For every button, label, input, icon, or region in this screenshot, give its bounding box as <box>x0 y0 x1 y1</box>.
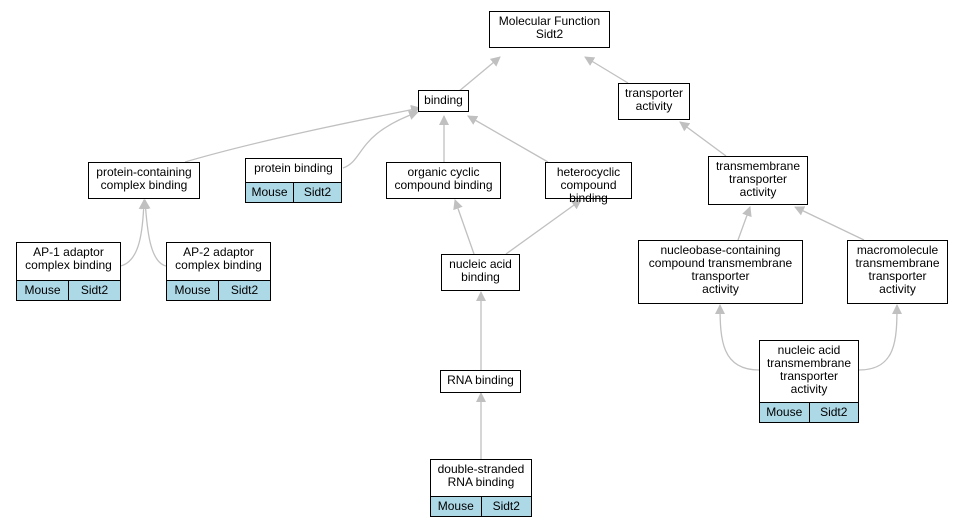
node-label: transmembrane transporter activity <box>715 159 801 199</box>
node-label: Molecular Function Sidt2 <box>498 14 601 41</box>
edge-tta-to-transporter <box>679 121 727 157</box>
node-label: AP-2 adaptor complex binding <box>175 245 262 272</box>
node-label: protein binding <box>254 161 333 175</box>
edge-nata-to-mtta <box>858 304 902 371</box>
node-label: heterocyclic compound binding <box>556 165 621 205</box>
node-nucleobase-containing-compound-transmembrane-transporter-activity[interactable]: nucleobase-containing compound transmemb… <box>638 240 803 304</box>
edge-ap2-to-pccb <box>140 199 167 267</box>
node-label: organic cyclic compound binding <box>394 165 493 192</box>
node-protein-containing-complex-binding[interactable]: protein-containing complex binding <box>88 162 200 199</box>
node-protein-binding[interactable]: protein binding Mouse Sidt2 <box>245 158 342 203</box>
gene-cell: Sidt2 <box>218 281 270 300</box>
node-label: nucleobase-containing compound transmemb… <box>648 243 793 296</box>
node-macromolecule-transmembrane-transporter-activity[interactable]: macromolecule transmembrane transporter … <box>847 240 948 304</box>
node-rna-binding[interactable]: RNA binding <box>440 370 521 393</box>
node-transmembrane-transporter-activity[interactable]: transmembrane transporter activity <box>708 156 808 205</box>
node-label: macromolecule transmembrane transporter … <box>855 243 940 296</box>
annotation-row: Mouse Sidt2 <box>246 182 341 202</box>
edge-nab-to-hcb <box>505 199 582 255</box>
organism-cell: Mouse <box>251 185 288 199</box>
node-nucleic-acid-transmembrane-transporter-activity[interactable]: nucleic acid transmembrane transporter a… <box>759 340 859 423</box>
edge-pccb-to-binding <box>184 104 421 163</box>
node-label: protein-containing complex binding <box>96 165 192 192</box>
gene-cell: Sidt2 <box>293 183 341 202</box>
node-label: double-stranded RNA binding <box>437 462 525 489</box>
node-ap2-adaptor-complex-binding[interactable]: AP-2 adaptor complex binding Mouse Sidt2 <box>166 242 271 301</box>
organism-cell: Mouse <box>174 283 211 297</box>
node-ap1-adaptor-complex-binding[interactable]: AP-1 adaptor complex binding Mouse Sidt2 <box>16 242 121 301</box>
edge-nab-to-occb <box>453 199 475 255</box>
organism-cell: Mouse <box>24 283 61 297</box>
annotation-row: Mouse Sidt2 <box>167 280 270 300</box>
annotation-row: Mouse Sidt2 <box>431 496 531 516</box>
organism-cell: Mouse <box>766 405 803 419</box>
node-molecular-function[interactable]: Molecular Function Sidt2 <box>489 11 610 48</box>
node-heterocyclic-compound-binding[interactable]: heterocyclic compound binding <box>545 162 632 205</box>
node-binding[interactable]: binding <box>418 90 469 112</box>
edge-transporter-to-mf <box>584 56 629 84</box>
node-label: AP-1 adaptor complex binding <box>25 245 112 272</box>
edge-nbc-to-tta <box>737 206 752 241</box>
gene-cell: Sidt2 <box>808 403 859 422</box>
annotation-row: Mouse Sidt2 <box>760 402 858 422</box>
node-double-stranded-rna-binding[interactable]: double-stranded RNA binding Mouse Sidt2 <box>430 459 532 517</box>
node-label: binding <box>424 93 463 107</box>
edge-binding-to-mf <box>457 56 501 93</box>
edge-ap1-to-pccb <box>119 199 149 267</box>
node-nucleic-acid-binding[interactable]: nucleic acid binding <box>441 254 520 291</box>
annotation-row: Mouse Sidt2 <box>17 280 120 300</box>
node-label: nucleic acid transmembrane transporter a… <box>766 343 852 396</box>
edge-pb-to-binding <box>342 110 419 169</box>
edge-mtta-to-tta <box>794 206 865 241</box>
gene-cell: Sidt2 <box>68 281 120 300</box>
node-organic-cyclic-compound-binding[interactable]: organic cyclic compound binding <box>386 162 501 199</box>
node-transporter-activity[interactable]: transporter activity <box>618 83 690 120</box>
node-label: nucleic acid binding <box>449 257 512 284</box>
node-label: RNA binding <box>447 373 514 387</box>
edge-hcb-to-binding <box>467 115 549 163</box>
organism-cell: Mouse <box>437 499 474 513</box>
gene-cell: Sidt2 <box>480 497 532 516</box>
node-label: transporter activity <box>624 86 684 113</box>
edge-nata-to-nbc <box>715 304 760 371</box>
